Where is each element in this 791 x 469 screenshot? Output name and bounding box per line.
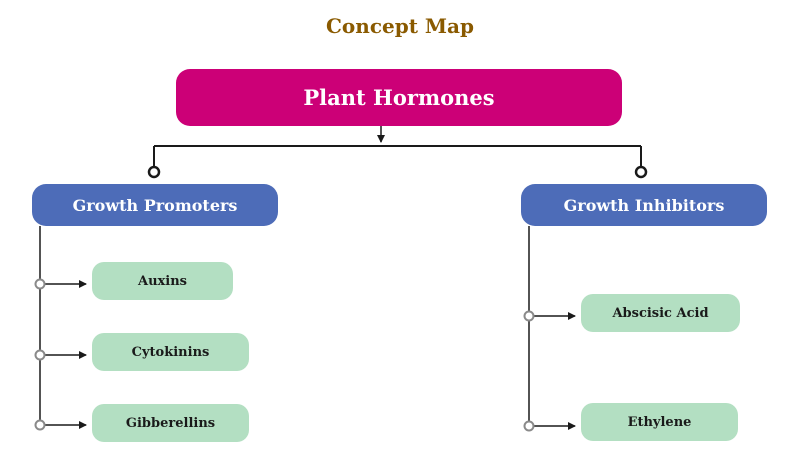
leaf-auxins: Auxins <box>92 262 233 300</box>
branch-node-left <box>147 165 161 179</box>
leaf-cytokinins: Cytokinins <box>92 333 249 371</box>
leaf-abscisic-acid: Abscisic Acid <box>581 294 740 332</box>
category-growth-promoters: Growth Promoters <box>32 184 278 226</box>
node-auxins <box>34 278 46 290</box>
leaf-ethylene: Ethylene <box>581 403 738 441</box>
category-growth-inhibitors: Growth Inhibitors <box>521 184 767 226</box>
node-cytokinins <box>34 349 46 361</box>
root-node-plant-hormones: Plant Hormones <box>176 69 622 126</box>
node-ethylene <box>523 420 535 432</box>
node-gibberellins <box>34 419 46 431</box>
node-abscisic-acid <box>523 310 535 322</box>
leaf-gibberellins: Gibberellins <box>92 404 249 442</box>
map-title: Concept Map <box>326 14 474 38</box>
branch-node-right <box>634 165 648 179</box>
